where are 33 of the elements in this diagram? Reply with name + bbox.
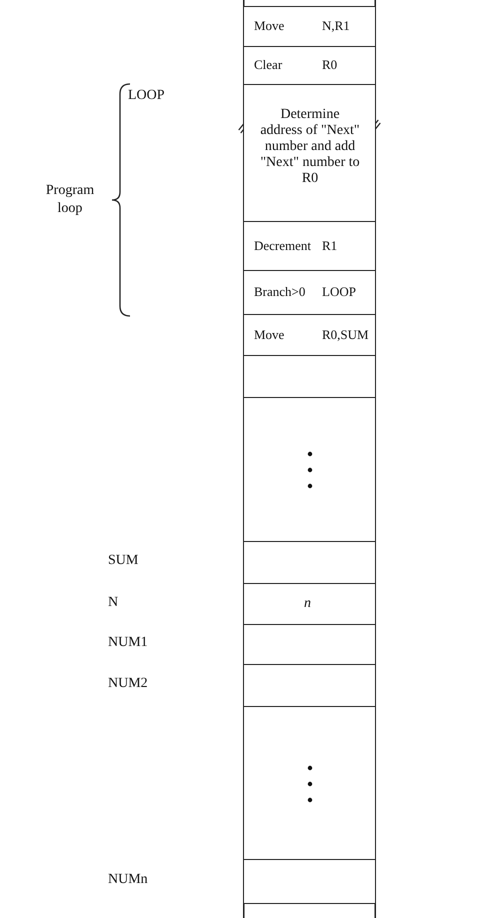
address-label: LOOP — [128, 88, 165, 104]
opcode-text: Clear — [254, 57, 282, 73]
memory-cell — [243, 397, 376, 542]
value-text: n — [304, 596, 311, 612]
instruction-text: Determine address of "Next" number and add "Next" number to R0 — [259, 107, 361, 187]
operand-text: R0 — [322, 57, 338, 73]
memory-cell — [243, 355, 376, 398]
memory-cell — [243, 221, 376, 271]
memory-cell — [243, 583, 376, 625]
operand-text: N,R1 — [322, 18, 350, 34]
address-label: NUM1 — [108, 635, 148, 651]
memory-cell — [243, 664, 376, 707]
address-label: NUMn — [108, 872, 148, 888]
memory-cell — [243, 270, 376, 315]
memory-cell — [243, 84, 376, 222]
brace-label: Program loop — [44, 182, 96, 218]
opcode-text: Move — [254, 326, 284, 342]
address-label: N — [108, 594, 118, 610]
operand-text: R1 — [322, 238, 338, 254]
address-label: NUM2 — [108, 676, 148, 692]
opcode-text: Branch>0 — [254, 284, 306, 300]
memory-cell — [243, 624, 376, 665]
opcode-text: Move — [254, 18, 284, 34]
memory-cell — [243, 859, 376, 904]
operand-text: LOOP — [322, 284, 356, 300]
memory-cell — [243, 541, 376, 584]
memory-cell — [243, 314, 376, 356]
address-label: SUM — [108, 553, 138, 569]
memory-cell — [243, 706, 376, 860]
memory-cell — [243, 6, 376, 47]
operand-text: R0,SUM — [322, 326, 369, 342]
memory-cell — [243, 46, 376, 85]
opcode-text: Decrement — [254, 238, 312, 254]
